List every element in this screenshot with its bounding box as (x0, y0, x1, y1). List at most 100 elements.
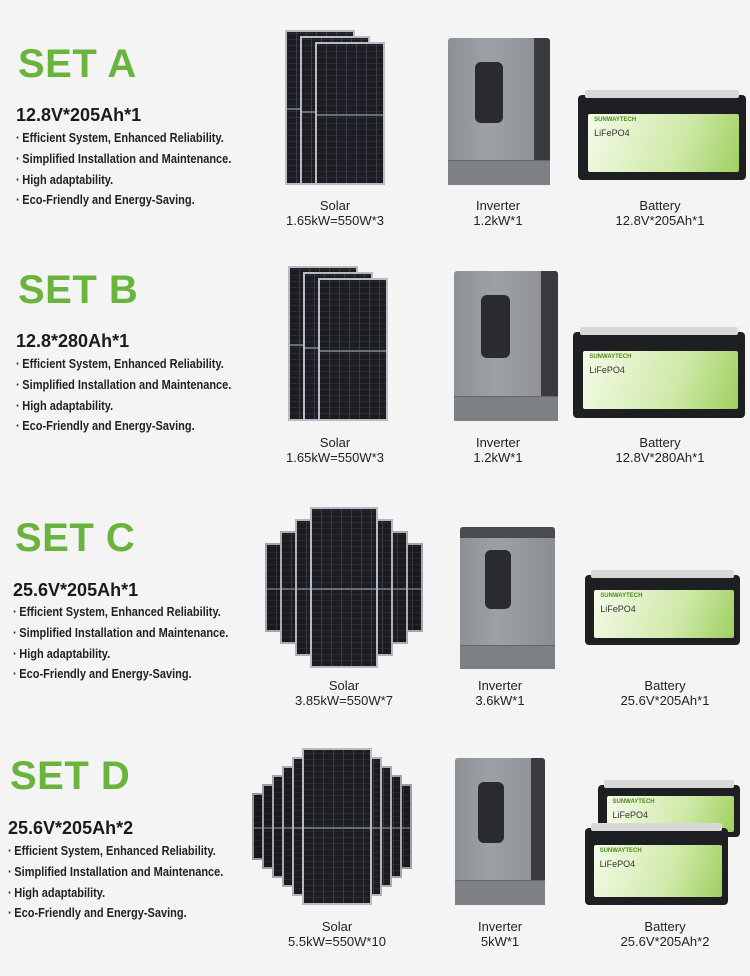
component-label: Inverter (477, 678, 523, 693)
component-value: 1.2kW*1 (473, 213, 523, 228)
battery-lid (579, 327, 739, 335)
inverter-display (481, 295, 511, 358)
panel-divider (312, 587, 376, 590)
feature-list: Efficient System, Enhanced Reliability.S… (16, 128, 231, 211)
component-value: 3.6kW*1 (475, 693, 525, 708)
component-label: Battery (639, 198, 681, 213)
set-c: SET C25.6V*205Ah*1Efficient System, Enha… (0, 470, 750, 714)
feature-item: Efficient System, Enhanced Reliability. (13, 602, 228, 623)
component-label: Inverter (475, 435, 521, 450)
set-title: SET B (18, 268, 139, 312)
component-value: 1.2kW*1 (473, 450, 523, 465)
panel-divider (304, 826, 370, 829)
solar-panel-image (318, 278, 388, 421)
feature-item: Simplified Installation and Maintenance. (8, 862, 223, 883)
feature-item: Eco-Friendly and Energy-Saving. (16, 416, 231, 437)
inverter-side-vent (530, 758, 545, 905)
inverter-base (460, 644, 555, 669)
component-value: 1.65kW=550W*3 (286, 450, 384, 465)
panel-divider (320, 349, 386, 352)
component-label: Solar (319, 435, 351, 450)
panel-divider (394, 826, 410, 829)
component-label: Battery (639, 435, 681, 450)
inverter-image (454, 271, 558, 421)
feature-item: Simplified Installation and Maintenance. (16, 149, 231, 170)
panel-divider (384, 826, 400, 829)
inverter-base (455, 880, 545, 905)
component-value: 5.5kW=550W*10 (288, 934, 386, 949)
component-value: 3.85kW=550W*7 (295, 693, 393, 708)
set-title: SET D (10, 754, 131, 798)
battery-image: SUNWAYTECH LiFePO4 (585, 570, 740, 645)
panel-divider (403, 587, 421, 590)
battery-chemistry-text: LiFePO4 (589, 364, 625, 375)
solar-panel-image (315, 42, 385, 185)
feature-list: Efficient System, Enhanced Reliability.S… (8, 841, 223, 924)
component-label: Inverter (477, 919, 523, 934)
solar-panel-image (302, 748, 372, 905)
inverter-image (455, 758, 545, 905)
battery-chemistry-text: LiFePO4 (594, 127, 630, 138)
battery-brand-logo: SUNWAYTECH (612, 799, 655, 806)
battery-lid (591, 570, 734, 578)
battery-label: SUNWAYTECH LiFePO4 (594, 590, 734, 638)
set-title: SET A (18, 42, 137, 86)
set-b: SET B 12.8*280Ah*1Efficient System, Enhan… (0, 226, 750, 470)
feature-item: Efficient System, Enhanced Reliability. (8, 841, 223, 862)
feature-item: High adaptability. (16, 396, 231, 417)
battery-brand-logo: SUNWAYTECH (594, 116, 637, 123)
panel-divider (364, 826, 380, 829)
component-value: 25.6V*205Ah*2 (620, 934, 710, 949)
battery-chemistry-text: LiFePO4 (612, 810, 649, 821)
feature-item: Efficient System, Enhanced Reliability. (16, 128, 231, 149)
battery-image: SUNWAYTECH LiFePO4 (578, 90, 746, 180)
battery-brand-logo: SUNWAYTECH (600, 593, 643, 600)
battery-lid (590, 823, 723, 831)
battery-chemistry-text: LiFePO4 (600, 604, 636, 615)
component-value: 5kW*1 (480, 934, 520, 949)
inverter-image (460, 527, 555, 669)
set-spec: 12.8V*205Ah*1 (16, 105, 142, 125)
set-title: SET C (15, 516, 136, 560)
battery-brand-logo: SUNWAYTECH (599, 847, 642, 854)
component-label: Solar (321, 919, 353, 934)
feature-list: Efficient System, Enhanced Reliability.S… (13, 602, 228, 685)
feature-item: High adaptability. (8, 883, 223, 904)
inverter-image (448, 38, 550, 185)
feature-item: Eco-Friendly and Energy-Saving. (16, 190, 231, 211)
battery-label: SUNWAYTECH LiFePO4 (588, 113, 740, 172)
set-d: SET D25.6V*205Ah*2Efficient System, Enha… (0, 710, 750, 954)
set-a: SET A 12.8V*205Ah*1Efficient System, Enha… (0, 0, 750, 244)
component-label: Solar (319, 198, 351, 213)
component-value: 1.65kW=550W*3 (286, 213, 384, 228)
feature-item: Simplified Installation and Maintenance. (13, 623, 228, 644)
component-label: Inverter (475, 198, 521, 213)
inverter-display (474, 61, 504, 124)
feature-item: Eco-Friendly and Energy-Saving. (13, 664, 228, 685)
set-spec: 25.6V*205Ah*2 (8, 818, 134, 838)
component-label: Solar (328, 678, 360, 693)
solar-panel-image (310, 507, 378, 668)
feature-item: Simplified Installation and Maintenance. (16, 375, 231, 396)
panel-divider (317, 113, 383, 116)
inverter-side-vent (541, 271, 558, 421)
feature-item: Efficient System, Enhanced Reliability. (16, 354, 231, 375)
feature-item: Eco-Friendly and Energy-Saving. (8, 903, 223, 924)
set-spec: 12.8*280Ah*1 (16, 331, 130, 351)
feature-item: High adaptability. (16, 170, 231, 191)
panel-divider (297, 587, 315, 590)
